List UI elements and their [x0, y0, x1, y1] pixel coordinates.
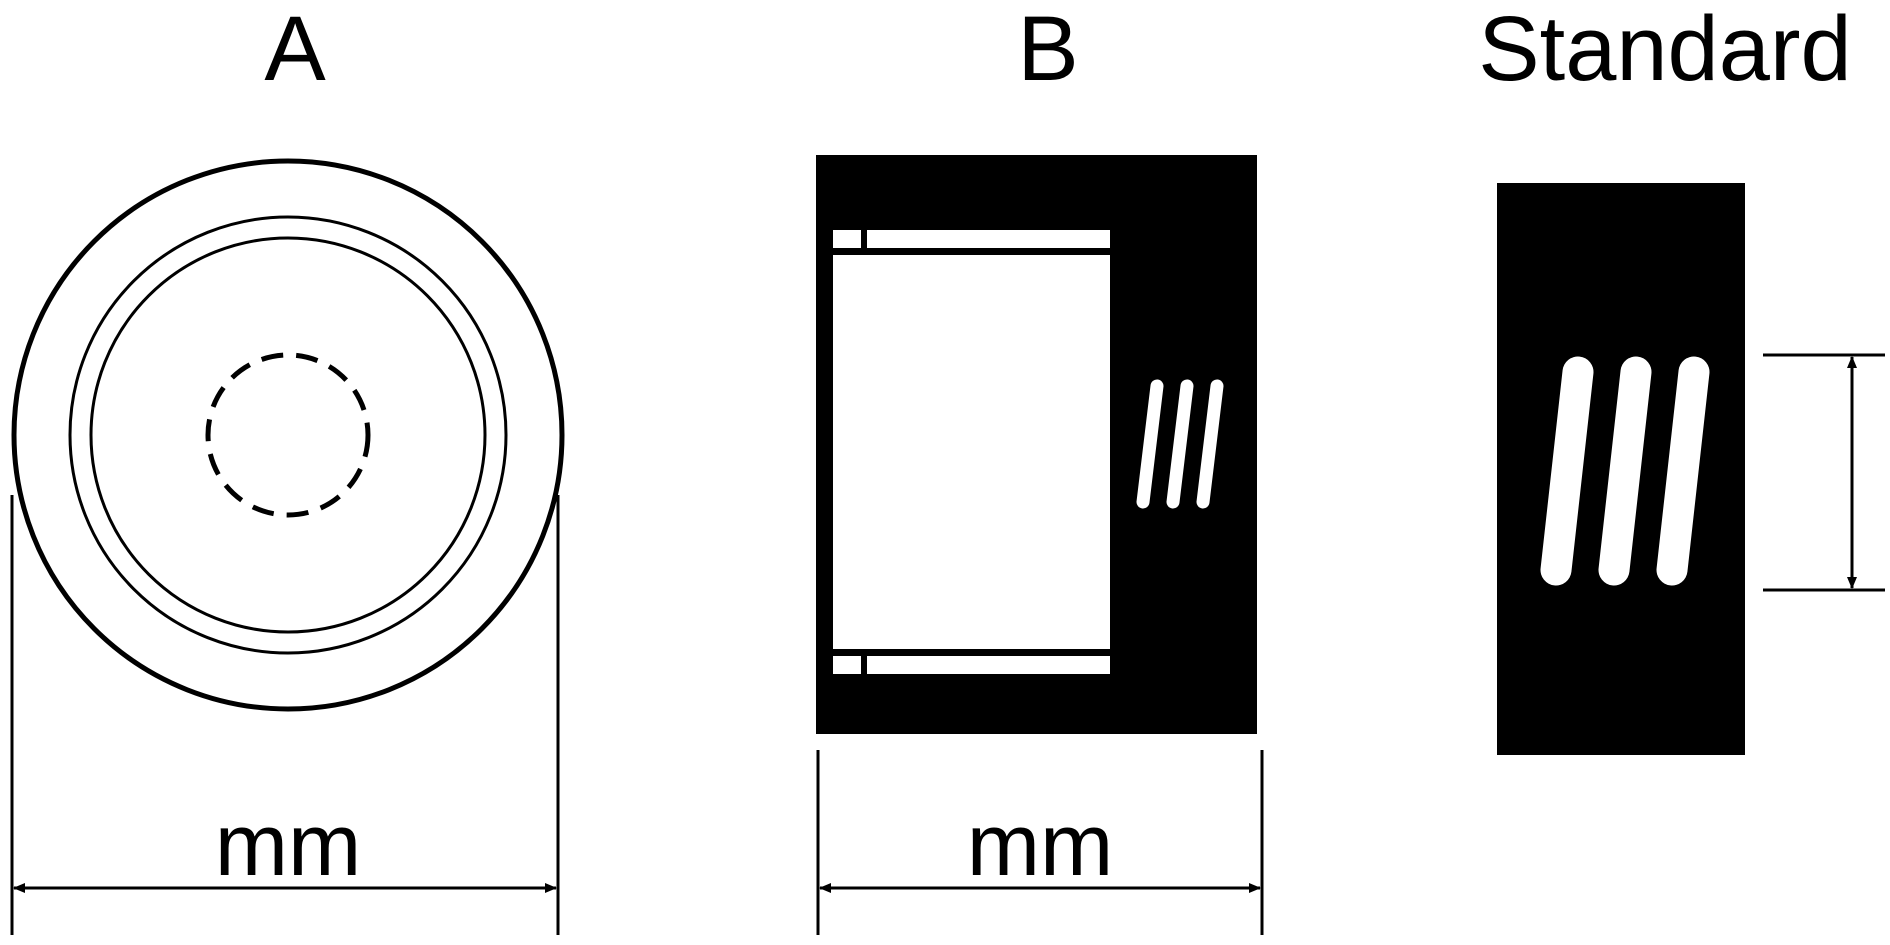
thread-marks-small [1136, 379, 1224, 509]
panel-b-width-dimension: mm [816, 750, 1264, 935]
spool-hub-dashed [205, 352, 371, 518]
panel-b-spool-side-view [816, 155, 1257, 734]
panel-a-spool-top-view [11, 158, 565, 712]
spool-cutaway-window [833, 230, 1110, 674]
spool-flange-ring-inner [89, 236, 487, 634]
dimension-label-a: mm [215, 795, 362, 894]
flange-notch-bottom [861, 649, 867, 674]
panel-a-width-dimension: mm [10, 495, 560, 935]
thread-mark [1598, 356, 1652, 586]
thread-mark [1540, 356, 1594, 586]
spool-outer-rim [11, 158, 565, 712]
standard-height-dimension [1763, 353, 1885, 592]
panel-standard-title: Standard [1478, 0, 1851, 100]
panel-b-title: B [1017, 0, 1078, 100]
thread-mark [1136, 379, 1164, 509]
thread-mark [1166, 379, 1194, 509]
flange-notch-top [861, 230, 867, 255]
thread-marks-large [1540, 356, 1710, 586]
thread-mark [1656, 356, 1710, 586]
thread-mark [1196, 379, 1224, 509]
dimension-label-b: mm [967, 795, 1114, 894]
spool-flange-ring-outer [68, 215, 508, 655]
flange-line-bottom [833, 649, 1110, 656]
standard-reference-block [1497, 183, 1745, 755]
panel-a-title: A [264, 0, 326, 100]
flange-line-top [833, 248, 1110, 255]
